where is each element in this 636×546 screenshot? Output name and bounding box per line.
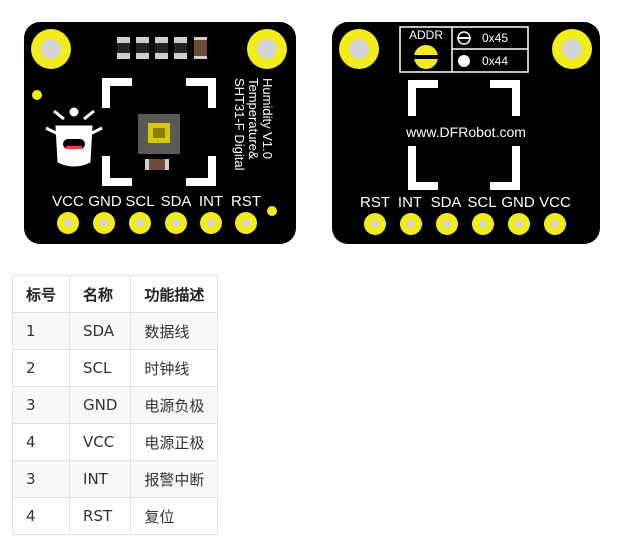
- addr-symbol-split-icon: [457, 31, 471, 45]
- dfrobot-mascot-logo: [45, 107, 103, 167]
- front-pin-label: VCC: [52, 193, 84, 210]
- board-title-line-1: SHT31-F Digital: [232, 78, 247, 171]
- cell-name: RST: [69, 497, 132, 535]
- cell-number: 2: [11, 349, 71, 387]
- cell-name: SCL: [69, 349, 132, 387]
- board-title-line-3: Humidity V1.0: [260, 78, 275, 159]
- table-row: 3 GND 电源负极: [11, 386, 219, 424]
- cell-number: 4: [11, 497, 71, 535]
- back-pin-label: VCC: [539, 194, 571, 211]
- table-row: 2 SCL 时钟线: [11, 349, 219, 387]
- pin-description-table: 标号 名称 功能描述 1 SDA 数据线 2 SCL 时钟线 3 GND 电源负…: [11, 275, 219, 535]
- cell-name: SDA: [69, 312, 132, 350]
- addr-symbol-filled-icon: [458, 55, 470, 67]
- back-pin-label: GND: [501, 194, 535, 211]
- front-pin-label: GND: [88, 193, 122, 210]
- pin-header-pads: [364, 213, 566, 235]
- table-row: 4 RST 复位: [11, 497, 219, 535]
- header-number: 标号: [11, 275, 71, 313]
- cell-function: 时钟线: [130, 349, 219, 387]
- header-function: 功能描述: [130, 275, 219, 313]
- back-pin-label: INT: [398, 194, 422, 211]
- smd-capacitor: [145, 159, 169, 170]
- table-row: 4 VCC 电源正极: [11, 423, 219, 461]
- front-pin-label: SCL: [125, 193, 154, 210]
- table-row: 1 SDA 数据线: [11, 312, 219, 350]
- cell-function: 报警中断: [130, 460, 219, 498]
- cell-number: 4: [11, 423, 71, 461]
- board-title-line-2: Temperature&: [246, 78, 261, 160]
- front-pin-label: SDA: [161, 193, 192, 210]
- cell-function: 数据线: [130, 312, 219, 350]
- sht31-sensor-chip: [138, 114, 180, 154]
- website-label: www.DFRobot.com: [405, 124, 526, 140]
- address-selector: ADDR 0x45 0x44: [399, 26, 529, 73]
- cell-name: GND: [69, 386, 132, 424]
- addr-label: ADDR: [409, 28, 443, 42]
- sensor-board-front: SHT31-F Digital Temperature& Humidity V1…: [24, 22, 296, 244]
- sensor-frame-brackets: [102, 78, 216, 186]
- cell-number: 3: [11, 460, 71, 498]
- back-pin-label: SDA: [431, 194, 462, 211]
- mounting-hole-right: [552, 29, 592, 69]
- cell-name: VCC: [69, 423, 132, 461]
- mounting-hole-right: [247, 29, 287, 69]
- table-row: 3 INT 报警中断: [11, 460, 219, 498]
- addr-jumper-pad: [414, 45, 438, 69]
- back-pin-label: SCL: [467, 194, 496, 211]
- fiducial-dot: [32, 90, 42, 100]
- mounting-hole-left: [31, 29, 71, 69]
- pcb-back: [332, 22, 600, 244]
- addr-option-0x45: 0x45: [482, 31, 508, 45]
- cell-function: 电源负极: [130, 386, 219, 424]
- addr-option-0x44: 0x44: [482, 54, 508, 68]
- back-pin-label: RST: [360, 194, 390, 211]
- smd-resistor-row: [117, 37, 207, 59]
- front-pin-label: RST: [231, 193, 261, 210]
- cell-function: 电源正极: [130, 423, 219, 461]
- mounting-hole-left: [339, 29, 379, 69]
- cell-number: 1: [11, 312, 71, 350]
- cell-name: INT: [69, 460, 132, 498]
- pin-header-pads: [57, 212, 257, 234]
- fiducial-dot: [267, 206, 277, 216]
- header-name: 名称: [69, 275, 132, 313]
- front-pin-label: INT: [199, 193, 223, 210]
- cell-function: 复位: [130, 497, 219, 535]
- frame-brackets: [408, 80, 520, 190]
- board-title: SHT31-F Digital Temperature& Humidity V1…: [232, 78, 275, 171]
- cell-number: 3: [11, 386, 71, 424]
- sensor-board-back: ADDR 0x45 0x44 www.DFRobot.com RST INT S…: [332, 22, 600, 244]
- table-header-row: 标号 名称 功能描述: [11, 275, 219, 313]
